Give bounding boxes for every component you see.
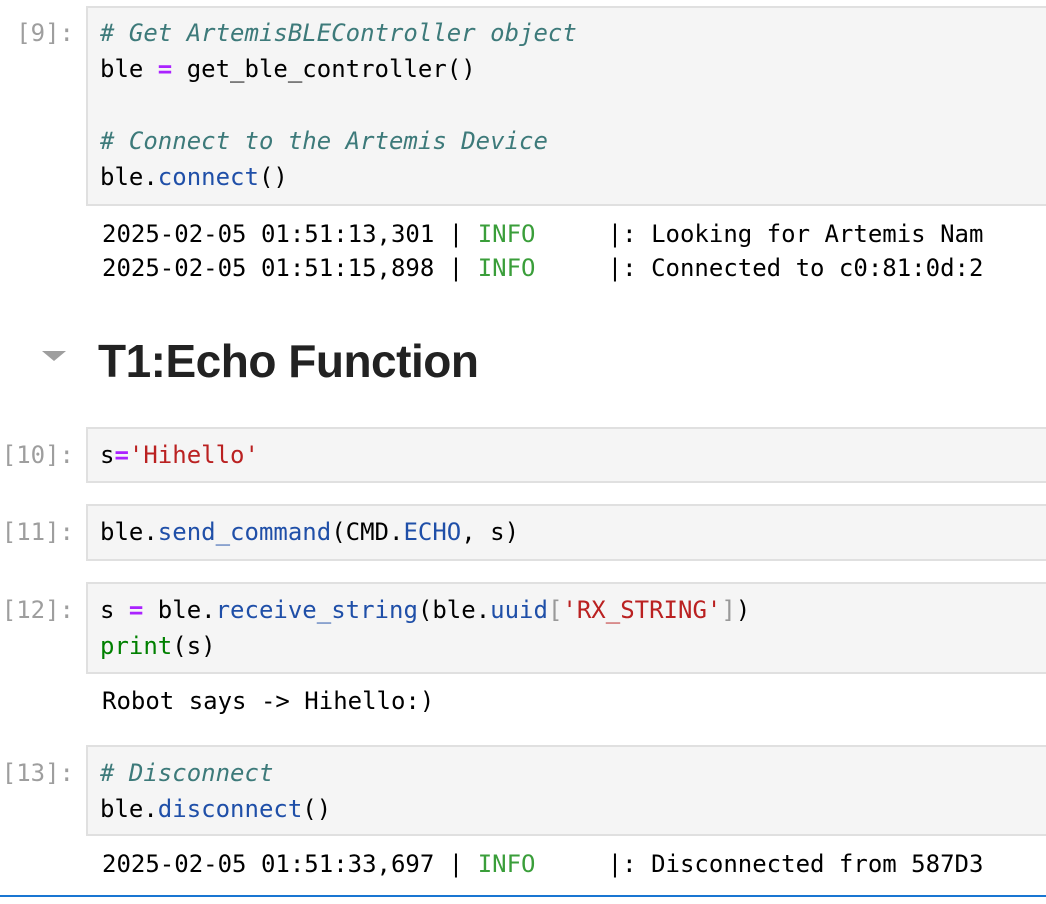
code-token: ble. — [100, 518, 158, 546]
code-cell-input[interactable] — [86, 504, 1046, 561]
code-token: (s) — [172, 632, 216, 660]
log-timestamp: 2025-02-05 01:51:13,301 | — [102, 220, 478, 248]
code-operator: = — [114, 441, 129, 469]
log-timestamp: 2025-02-05 01:51:33,697 | — [102, 850, 478, 878]
log-message: |: Disconnected from 587D3 — [535, 850, 984, 878]
code-builtin: print — [100, 632, 173, 660]
cell-output: 2025-02-05 01:51:33,697 | INFO |: Discon… — [102, 847, 983, 881]
code-editor[interactable]: ble.send_command(CMD.ECHO, s) — [100, 514, 519, 550]
section-heading: T1:Echo Function — [98, 335, 479, 387]
code-comment: # Connect to the Artemis Device — [100, 127, 548, 155]
cell-output: 2025-02-05 01:51:13,301 | INFO |: Lookin… — [102, 217, 983, 285]
code-operator: = — [128, 596, 144, 624]
cell-prompt: [9]: — [16, 19, 74, 47]
code-token: s — [100, 596, 129, 624]
cell-prompt: [12]: — [1, 596, 74, 624]
code-function: send_command — [157, 518, 332, 546]
code-cell-input[interactable] — [86, 745, 1046, 836]
code-string: 'Hihello' — [128, 441, 259, 469]
log-level: INFO — [477, 220, 536, 248]
code-token: () — [302, 795, 332, 823]
code-token: () — [258, 163, 288, 191]
cell-prompt: [13]: — [1, 759, 74, 787]
code-editor[interactable]: # Get ArtemisBLEController object ble = … — [100, 15, 577, 195]
active-cell-indicator — [0, 895, 1046, 897]
code-token: ble — [100, 55, 158, 83]
code-token: ble. — [100, 795, 158, 823]
log-message: |: Connected to c0:81:0d:2 — [535, 254, 984, 282]
code-cell-input[interactable] — [86, 427, 1046, 483]
code-attribute: uuid — [490, 596, 548, 624]
code-token: (CMD. — [331, 518, 404, 546]
code-token: get_ble_controller() — [172, 55, 476, 83]
code-token: ble. — [143, 596, 216, 624]
log-timestamp: 2025-02-05 01:51:15,898 | — [102, 254, 478, 282]
code-editor[interactable]: s = ble.receive_string(ble.uuid['RX_STRI… — [100, 592, 750, 664]
code-token: ble. — [100, 163, 158, 191]
code-operator: = — [157, 55, 173, 83]
code-function: connect — [157, 163, 259, 191]
collapse-triangle-icon[interactable] — [42, 351, 66, 361]
code-comment: # Disconnect — [100, 759, 274, 787]
code-token: , s) — [461, 518, 520, 546]
code-token: s — [100, 441, 115, 469]
cell-prompt: [11]: — [1, 518, 74, 546]
code-attribute: ECHO — [403, 518, 462, 546]
code-comment: # Get ArtemisBLEController object — [100, 19, 577, 47]
cell-output: Robot says -> Hihello:) — [102, 684, 434, 718]
code-token: ) — [735, 596, 751, 624]
code-editor[interactable]: # Disconnect ble.disconnect() — [100, 755, 331, 827]
code-function: disconnect — [157, 795, 303, 823]
code-token: (ble. — [417, 596, 491, 624]
log-level: INFO — [477, 254, 536, 282]
output-text: Robot says -> Hihello:) — [102, 687, 435, 715]
log-level: INFO — [477, 850, 536, 878]
log-message: |: Looking for Artemis Nam — [535, 220, 984, 248]
code-editor[interactable]: s='Hihello' — [100, 437, 259, 473]
code-cell-input[interactable] — [86, 6, 1046, 206]
code-cell-input[interactable] — [86, 582, 1046, 674]
cell-prompt: [10]: — [1, 441, 74, 469]
code-bracket: ] — [721, 596, 736, 624]
code-string: 'RX_STRING' — [562, 596, 722, 624]
code-function: receive_string — [215, 596, 418, 624]
code-bracket: [ — [547, 596, 563, 624]
